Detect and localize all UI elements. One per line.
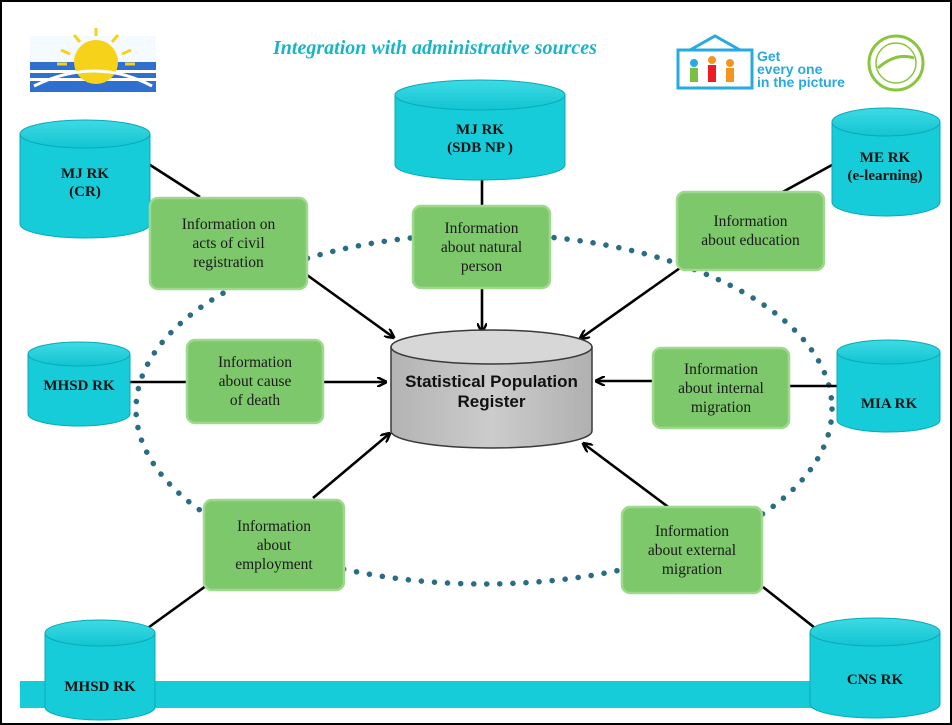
info-label-civil-registration: Information on acts of civil registratio…: [181, 216, 276, 271]
cylinder-top: [19, 119, 151, 149]
line-cns-to-box: [762, 585, 816, 630]
cylinder-top: [27, 341, 131, 367]
source-db-mj-rk-cr: [19, 119, 151, 239]
info-box-shape: [185, 338, 325, 425]
info-box-employment: [202, 498, 346, 592]
source-db-mhsd-rk-bottom: [44, 619, 156, 721]
info-box-shape: [620, 505, 764, 595]
database-cylinder-icon: [394, 94, 566, 181]
source-label-mhsd-rk-bottom: MHSD RK: [64, 679, 136, 695]
crvs-decade-seal: [867, 34, 925, 92]
arrow-employment: [312, 434, 389, 499]
arrow-education: [581, 266, 681, 338]
source-label-mia-rk: MIA RK: [860, 396, 918, 412]
register-cylinder-top: [390, 329, 593, 365]
info-box-natural-person: [411, 204, 552, 290]
info-box-education: [675, 190, 826, 272]
info-label-internal-migration: Information about internal migration: [678, 360, 764, 416]
slide-title: Integration with administrative sources: [273, 36, 597, 59]
database-cylinder-icon: [27, 353, 131, 427]
cylinder-top: [809, 617, 941, 647]
arrow-external-migration: [584, 444, 672, 511]
cylinder-top: [394, 79, 566, 111]
info-box-internal-migration: [651, 346, 791, 430]
source-db-mj-rk-sdb: [394, 79, 566, 181]
register-cylinder-icon: [390, 346, 593, 449]
line-cr-to-box: [146, 161, 201, 199]
info-box-cause-of-death: [185, 338, 325, 425]
info-box-shape: [148, 196, 309, 291]
cylinder-top: [44, 619, 156, 647]
info-box-external-migration: [620, 505, 764, 595]
info-label-employment: Information about employment: [235, 517, 313, 573]
source-label-mj-rk-cr: MJ RK (CR): [61, 166, 109, 200]
info-label-external-migration: Information about external migration: [647, 522, 737, 578]
database-cylinder-icon: [19, 133, 151, 239]
database-cylinder-icon: [831, 121, 941, 217]
register-label: Statistical Population Register: [405, 372, 578, 411]
source-label-mhsd-rk-left: MHSD RK: [43, 378, 115, 394]
source-label-mj-rk-sdb: MJ RK (SDB NP ): [447, 122, 513, 156]
logo-text: Get every one in the picture: [757, 47, 845, 90]
integration-ellipse: [133, 231, 835, 587]
database-cylinder-icon: [44, 632, 156, 721]
info-box-shape: [675, 190, 826, 272]
cylinder-top: [836, 339, 941, 365]
source-db-cns-rk: [809, 617, 941, 719]
info-label-natural-person: Information about natural person: [440, 219, 523, 275]
cylinder-top: [831, 107, 941, 137]
source-db-me-rk: [831, 107, 941, 217]
connectors: [127, 161, 837, 632]
statistical-population-register: [390, 329, 593, 449]
info-box-civil-registration: [148, 196, 309, 291]
line-mhsd-bottom-to-box: [144, 581, 211, 632]
get-every-one-logo: [676, 34, 754, 90]
database-cylinder-icon: [809, 631, 941, 719]
info-label-education: Information about education: [701, 213, 800, 249]
database-cylinder-icon: [836, 351, 941, 433]
info-box-shape: [411, 204, 552, 290]
bottom-band: [20, 681, 930, 708]
info-box-shape: [202, 498, 346, 592]
info-box-shape: [651, 346, 791, 430]
source-db-mia-rk: [836, 339, 941, 433]
source-label-me-rk: ME RK (e-learning): [847, 150, 923, 184]
source-db-mhsd-rk-left: [27, 341, 131, 427]
arrow-civil-registration: [306, 273, 393, 337]
info-label-cause-of-death: Information about cause of death: [217, 354, 293, 409]
source-label-cns-rk: CNS RK: [846, 672, 904, 688]
sun-logo-icon: [30, 28, 156, 92]
